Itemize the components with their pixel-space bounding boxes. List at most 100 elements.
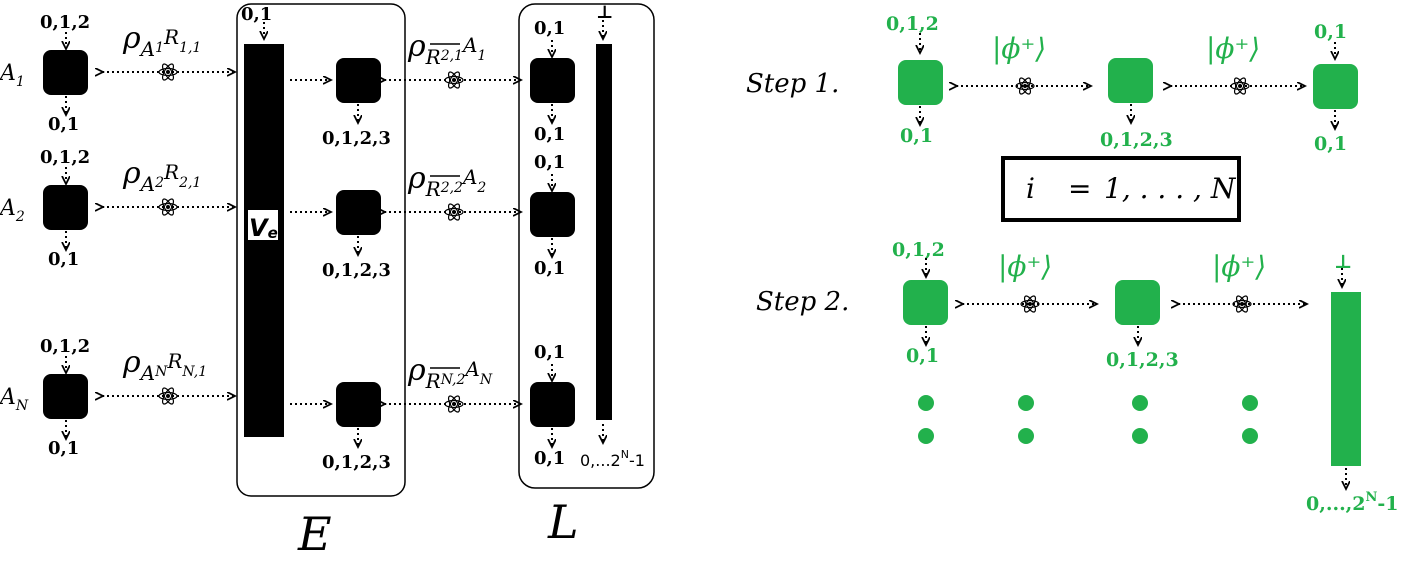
atom-orbit bbox=[1018, 77, 1032, 95]
atom-orbit bbox=[444, 399, 464, 409]
step2-green-bar bbox=[1331, 292, 1361, 466]
atom-orbit bbox=[447, 203, 461, 221]
atom-orbit bbox=[161, 387, 175, 405]
output-label: 0,1 bbox=[48, 249, 79, 270]
atom-icon bbox=[158, 387, 178, 405]
output-label: 0,1 bbox=[48, 438, 79, 459]
atom-orbit bbox=[444, 207, 464, 217]
input-label: 0,1,2 bbox=[40, 147, 90, 168]
atom-icon bbox=[158, 198, 178, 216]
box-e-label: E bbox=[297, 507, 332, 561]
step1-input-label: 0,1,2 bbox=[886, 13, 939, 35]
party-box bbox=[43, 50, 88, 95]
atom-nucleus bbox=[1240, 302, 1244, 306]
ellipsis-dot bbox=[1132, 428, 1148, 444]
atom-nucleus bbox=[166, 205, 170, 209]
step2-out2-label: 0,1,2,3 bbox=[1106, 349, 1179, 371]
atom-orbit bbox=[1235, 295, 1249, 313]
l-input-label: 0,1 bbox=[534, 152, 565, 173]
atom-orbit bbox=[1233, 77, 1247, 95]
atom-orbit bbox=[161, 387, 175, 405]
box-l bbox=[518, 3, 655, 489]
l-bar-out-label: 0,...2N-1 bbox=[580, 448, 645, 470]
atom-icon bbox=[1015, 77, 1035, 95]
atom-orbit bbox=[447, 71, 461, 89]
atom-orbit bbox=[1235, 295, 1249, 313]
atom-icon bbox=[1020, 295, 1040, 313]
atom-orbit bbox=[1015, 81, 1035, 91]
atom-orbit bbox=[1020, 299, 1040, 309]
step1-state-2: |ϕ⁺⟩ bbox=[1206, 32, 1260, 65]
step2-bar-out-label: 0,...,2N-1 bbox=[1306, 490, 1399, 515]
atom-icon bbox=[444, 395, 464, 413]
atom-orbit bbox=[1232, 299, 1252, 309]
rho-label: ρANRN,1 bbox=[122, 345, 207, 385]
atom-orbit bbox=[161, 63, 175, 81]
input-label: 0,1,2 bbox=[40, 12, 90, 33]
middle-box bbox=[336, 382, 381, 427]
middle-box bbox=[336, 58, 381, 103]
mid-output-label: 0,1,2,3 bbox=[322, 128, 391, 149]
box-e bbox=[236, 3, 406, 497]
rho-label: ρA2R2,1 bbox=[122, 156, 201, 196]
e-top-label: 0,1 bbox=[241, 4, 272, 25]
ellipsis-dot bbox=[1242, 395, 1258, 411]
ellipsis-dot bbox=[918, 428, 934, 444]
step1-label: Step 1. bbox=[746, 69, 839, 99]
party-label: AN bbox=[0, 385, 29, 414]
step1-box-3 bbox=[1313, 64, 1358, 109]
atom-icon bbox=[1230, 77, 1250, 95]
atom-nucleus bbox=[1028, 302, 1032, 306]
step1-state-1: |ϕ⁺⟩ bbox=[992, 32, 1046, 65]
rho-label: ρA1R1,1 bbox=[122, 21, 201, 61]
l-box bbox=[530, 192, 575, 237]
atom-orbit bbox=[161, 198, 175, 216]
atom-nucleus bbox=[166, 70, 170, 74]
rho-label: ρR2,2A2 bbox=[407, 161, 486, 201]
ellipsis-dot bbox=[1132, 395, 1148, 411]
step1-box-1 bbox=[898, 60, 943, 105]
step2-box-2 bbox=[1115, 280, 1160, 325]
box-l-label: L bbox=[547, 495, 579, 549]
l-output-label: 0,1 bbox=[534, 124, 565, 145]
range-eq: = bbox=[1068, 172, 1091, 205]
ellipsis-dot bbox=[918, 395, 934, 411]
party-label: A1 bbox=[0, 61, 25, 90]
unitary-ve-bar bbox=[244, 44, 284, 437]
atom-icon bbox=[444, 71, 464, 89]
atom-orbit bbox=[447, 71, 461, 89]
step2-out1-label: 0,1 bbox=[906, 345, 939, 367]
ellipsis-dot bbox=[1018, 428, 1034, 444]
atom-icon bbox=[1232, 295, 1252, 313]
atom-nucleus bbox=[452, 78, 456, 82]
atom-orbit bbox=[158, 202, 178, 212]
step1-in3-label: 0,1 bbox=[1314, 21, 1347, 43]
atom-orbit bbox=[1018, 77, 1032, 95]
ellipsis-dot bbox=[1018, 395, 1034, 411]
l-input-label: 0,1 bbox=[534, 342, 565, 363]
atom-orbit bbox=[158, 391, 178, 401]
atom-orbit bbox=[447, 395, 461, 413]
range-box bbox=[1001, 156, 1241, 222]
atom-nucleus bbox=[1238, 84, 1242, 88]
atom-nucleus bbox=[452, 402, 456, 406]
middle-box bbox=[336, 190, 381, 235]
l-bar bbox=[596, 44, 612, 420]
range-text: 1, . . . , N bbox=[1104, 172, 1237, 205]
atom-orbit bbox=[1233, 77, 1247, 95]
step2-label: Step 2. bbox=[756, 287, 849, 317]
step2-box-1 bbox=[903, 280, 948, 325]
step2-bar-top-label: ⊥ bbox=[1334, 251, 1352, 273]
atom-orbit bbox=[1023, 295, 1037, 313]
l-output-label: 0,1 bbox=[534, 448, 565, 469]
mid-output-label: 0,1,2,3 bbox=[322, 452, 391, 473]
step2-input-label: 0,1,2 bbox=[892, 239, 945, 261]
l-bar-top-label: ⊥ bbox=[596, 2, 613, 23]
atom-icon bbox=[444, 203, 464, 221]
step1-box-2 bbox=[1108, 58, 1153, 103]
atom-nucleus bbox=[452, 210, 456, 214]
input-label: 0,1,2 bbox=[40, 336, 90, 357]
atom-icon bbox=[158, 63, 178, 81]
range-var: i bbox=[1026, 172, 1035, 205]
